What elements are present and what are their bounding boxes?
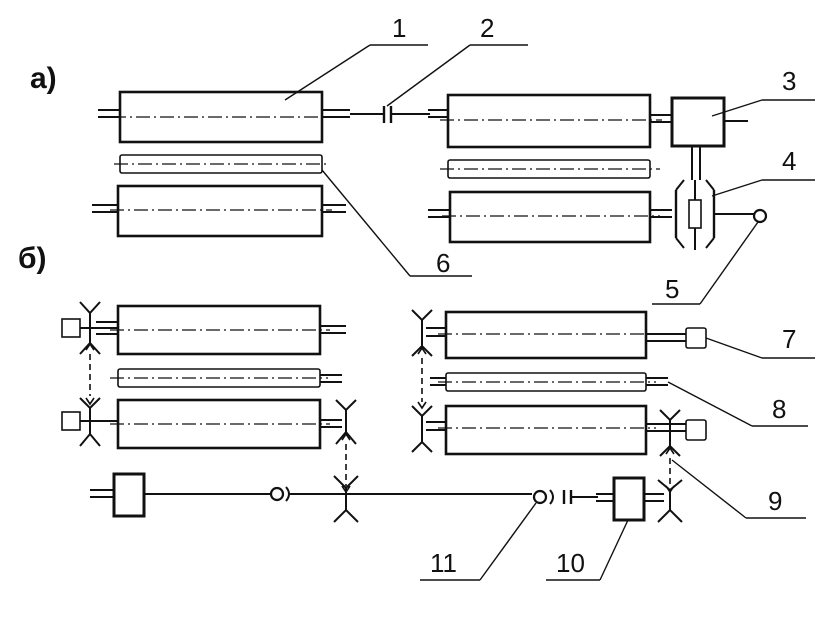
section-label-a: а) — [30, 62, 57, 95]
label-8: 8 — [772, 394, 786, 424]
gearbox-3 — [670, 96, 748, 180]
label-2: 2 — [480, 13, 494, 43]
label-6: 6 — [436, 248, 450, 278]
motor-b-left-bottom — [61, 411, 81, 431]
roll-a-right-bottom — [448, 190, 652, 244]
roll-b-right-top — [444, 310, 648, 360]
section-label-b: б) — [18, 242, 47, 275]
motor-b-main — [112, 472, 146, 518]
label-10: 10 — [556, 548, 585, 578]
drive-line-b — [90, 472, 683, 523]
gear-4-core — [688, 199, 702, 229]
gearbox-10 — [612, 476, 646, 522]
label-5: 5 — [665, 274, 679, 304]
stand-a-right — [428, 93, 672, 244]
stand-a-left — [92, 90, 383, 238]
roll-b-right-bottom — [444, 404, 648, 456]
stand-b-right — [411, 309, 707, 494]
motor-5 — [752, 208, 768, 224]
label-7: 7 — [782, 324, 796, 354]
label-11: 11 — [430, 548, 457, 578]
bevel-gear-4 — [674, 179, 768, 250]
label-4: 4 — [782, 146, 796, 176]
coupling-2 — [382, 106, 430, 123]
roll-a-left-bottom — [116, 184, 324, 238]
label-3: 3 — [782, 66, 796, 96]
roll-a-right-top — [446, 93, 652, 149]
motor-b-left-top — [61, 318, 81, 338]
callouts-b: 7 8 9 10 11 — [420, 324, 815, 581]
stand-b-left — [61, 301, 357, 494]
motor-7 — [685, 327, 707, 349]
motor-b-right-bottom — [685, 419, 707, 441]
label-9: 9 — [768, 486, 782, 516]
coupling-11 — [532, 489, 548, 505]
label-1: 1 — [392, 13, 406, 43]
callouts-a: 1 2 3 4 5 6 — [284, 13, 815, 305]
coupling-b-left — [269, 486, 285, 502]
gearbox-3-body — [670, 96, 726, 148]
